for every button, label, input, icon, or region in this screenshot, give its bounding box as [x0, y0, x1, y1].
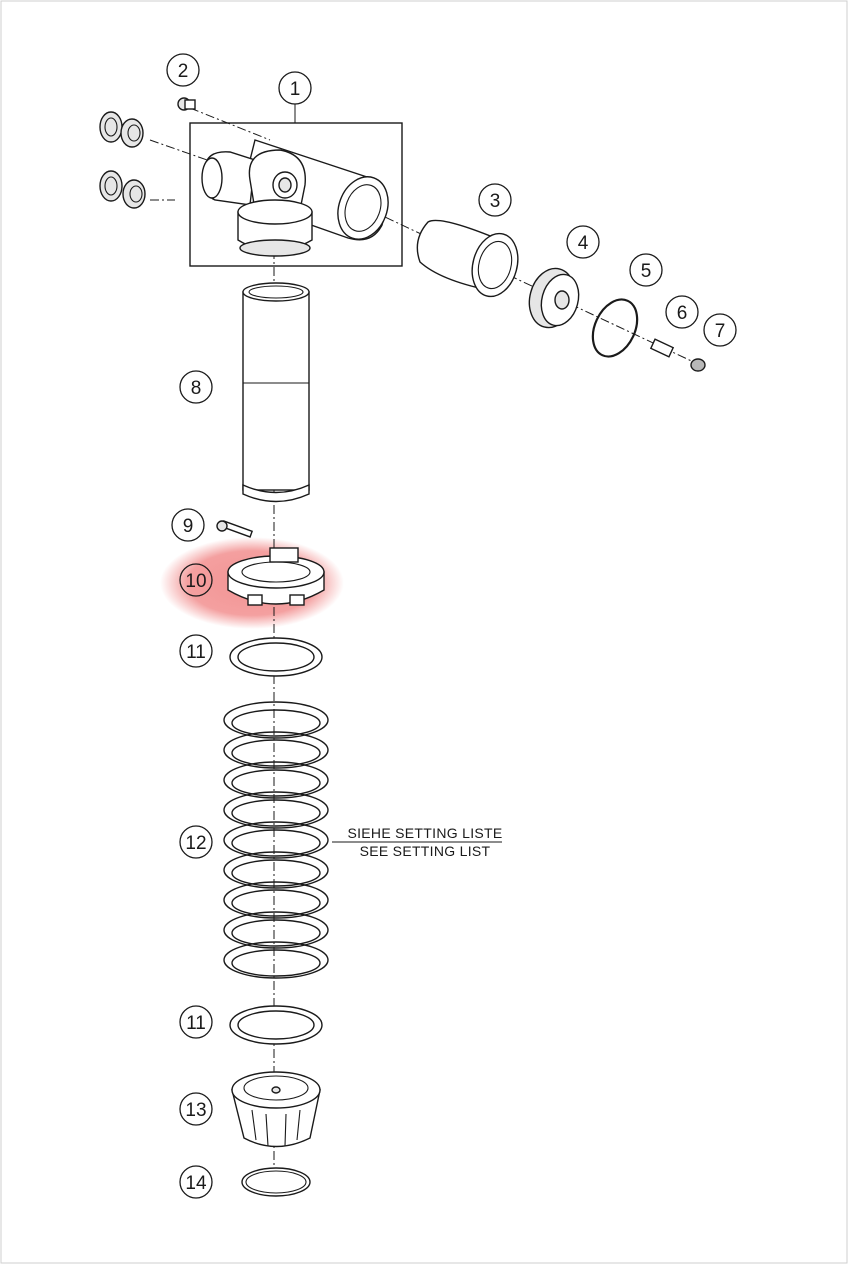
- callout-number: 10: [185, 571, 206, 592]
- callout-number: 11: [186, 1013, 206, 1034]
- spring-coil-inner: [231, 919, 321, 947]
- callout-5: 5: [629, 253, 663, 287]
- callout-number: 9: [183, 516, 194, 537]
- spring-coil: [223, 701, 329, 739]
- callout-8: 8: [179, 370, 213, 404]
- spring-coil: [223, 911, 329, 949]
- callout-number: 1: [290, 79, 301, 100]
- callout-circle: [171, 508, 205, 542]
- callout-7: 7: [703, 313, 737, 347]
- callout-11a: 11: [179, 634, 213, 668]
- part-11-washer-lower: [229, 1005, 323, 1045]
- callout-6: 6: [665, 295, 699, 329]
- part-8-main-cylinder: [242, 282, 310, 503]
- part-6-valve: [649, 338, 675, 358]
- callout-circle: [179, 1092, 213, 1126]
- callout-12: 12: [179, 825, 213, 859]
- spring-coil: [223, 761, 329, 799]
- spring-coil-inner: [231, 859, 321, 887]
- spring-coil: [223, 941, 329, 979]
- part-14-o-ring: [241, 1167, 311, 1197]
- callout-number: 3: [490, 191, 501, 212]
- callout-circle: [179, 1005, 213, 1039]
- spring-coil: [223, 851, 329, 889]
- setting-note-english: SEE SETTING LIST: [360, 843, 491, 859]
- spring-coil: [223, 881, 329, 919]
- part-7-valve-cap: [690, 358, 706, 372]
- callout-circle: [278, 71, 312, 105]
- callout-number: 2: [178, 61, 189, 82]
- callout-circle: [703, 313, 737, 347]
- callout-circle: [179, 825, 213, 859]
- callout-circle: [566, 225, 600, 259]
- part-2-bolt: [177, 97, 196, 111]
- callout-9: 9: [171, 508, 205, 542]
- part-9-screw: [216, 520, 254, 538]
- spring-coil: [223, 821, 329, 859]
- callout-14: 14: [179, 1165, 213, 1199]
- callout-circle: [179, 563, 213, 597]
- part-5-circlip: [591, 298, 639, 358]
- callout-number: 12: [185, 833, 206, 854]
- spring-coil: [223, 731, 329, 769]
- part-1-shock-body: [189, 122, 403, 267]
- part-4-reservoir-cap: [528, 267, 580, 329]
- callout-circle: [179, 1165, 213, 1199]
- callout-number: 5: [641, 261, 652, 282]
- callout-circle: [179, 634, 213, 668]
- spring-coil-inner: [231, 709, 321, 737]
- callout-number: 4: [578, 233, 589, 254]
- spring-coil-inner: [231, 949, 321, 977]
- callout-4: 4: [566, 225, 600, 259]
- spring-coil-inner: [231, 799, 321, 827]
- part-12-spring: [223, 701, 329, 979]
- callout-11b: 11: [179, 1005, 213, 1039]
- callout-number: 13: [185, 1100, 206, 1121]
- spring-coil: [223, 791, 329, 829]
- callout-number: 11: [186, 642, 206, 663]
- callout-circle: [179, 370, 213, 404]
- callout-number: 14: [185, 1173, 207, 1194]
- callout-number: 8: [191, 378, 202, 399]
- callout-number: 6: [677, 303, 688, 324]
- spring-coil-inner: [231, 829, 321, 857]
- part-10-adjuster-ring: [227, 547, 325, 606]
- left-bushings: [99, 111, 146, 209]
- callout-13: 13: [179, 1092, 213, 1126]
- spring-coil-inner: [231, 889, 321, 917]
- spring-coil-inner: [231, 769, 321, 797]
- setting-note-german: SIEHE SETTING LISTE: [347, 825, 502, 841]
- spring-coil-inner: [231, 739, 321, 767]
- callout-circle: [478, 183, 512, 217]
- callout-2: 2: [166, 53, 200, 87]
- callout-3: 3: [478, 183, 512, 217]
- part-13-spring-retainer: [231, 1071, 321, 1148]
- part-11-washer-upper: [229, 637, 323, 677]
- callout-10: 10: [179, 563, 213, 597]
- callout-circle: [166, 53, 200, 87]
- callout-number: 7: [715, 321, 726, 342]
- callout-1: 1: [278, 71, 312, 105]
- callout-circle: [629, 253, 663, 287]
- callout-circle: [665, 295, 699, 329]
- part-3-reservoir-sleeve: [416, 219, 519, 298]
